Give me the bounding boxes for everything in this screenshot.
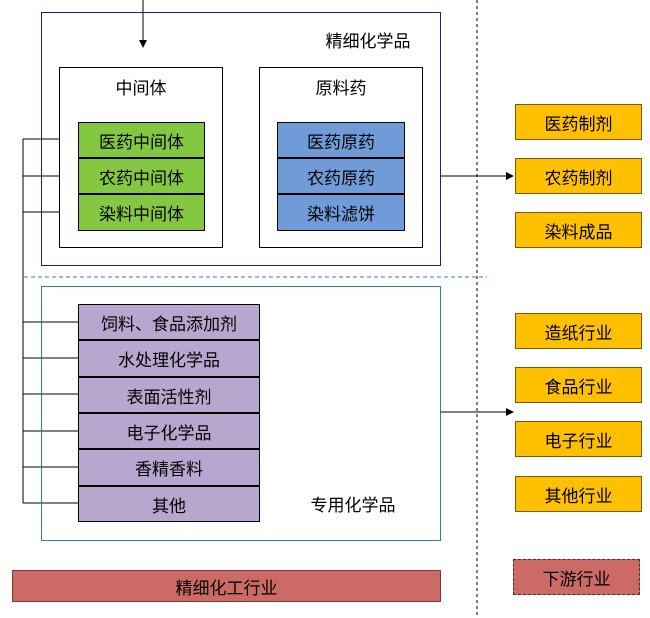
industry-box: 电子行业 [515, 421, 642, 457]
raw-drug-item: 染料滤饼 [277, 194, 405, 231]
raw-drugs-title: 原料药 [315, 79, 367, 99]
intermediate-item: 农药中间体 [78, 158, 205, 194]
specialty-item: 饲料、食品添加剂 [78, 304, 260, 340]
specialty-item: 香精香料 [78, 449, 260, 486]
product-box: 染料成品 [515, 212, 642, 248]
specialty-chem-title: 专用化学品 [310, 496, 396, 516]
fine-chem-title: 精细化学品 [325, 32, 411, 52]
intermediate-item: 医药中间体 [78, 122, 205, 158]
intermediates-title: 中间体 [115, 79, 167, 99]
specialty-chem-frame [41, 286, 441, 541]
specialty-item: 其他 [78, 486, 260, 522]
specialty-item: 水处理化学品 [78, 340, 260, 377]
industry-box: 造纸行业 [515, 313, 642, 349]
intermediate-item: 染料中间体 [78, 194, 205, 231]
raw-drug-item: 农药原药 [277, 158, 405, 194]
specialty-item: 表面活性剂 [78, 377, 260, 413]
raw-drug-item: 医药原药 [277, 122, 405, 158]
industry-label-bar: 精细化工行业 [12, 570, 441, 602]
product-box: 农药制剂 [515, 158, 642, 194]
product-box: 医药制剂 [515, 104, 642, 140]
fine-chem-frame [41, 12, 441, 266]
industry-box: 食品行业 [515, 367, 642, 403]
industry-box: 其他行业 [515, 476, 642, 512]
specialty-item: 电子化学品 [78, 413, 260, 449]
downstream-label-box: 下游行业 [513, 559, 640, 595]
